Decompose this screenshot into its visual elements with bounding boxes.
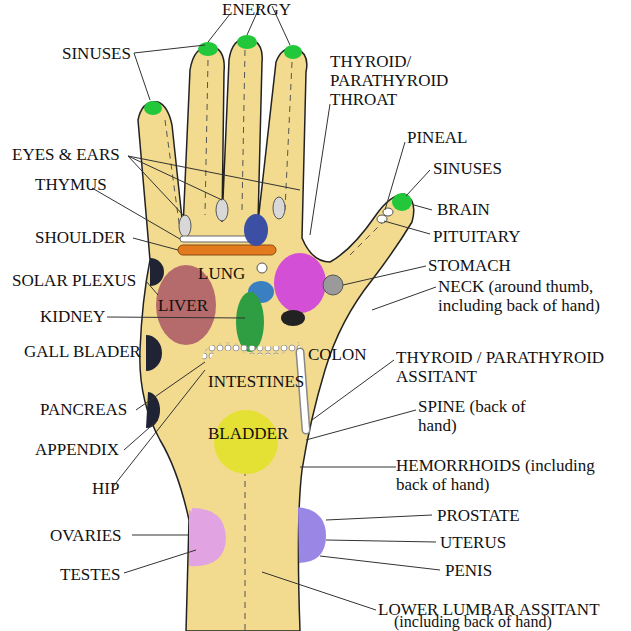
organ-label: INTESTINES (208, 372, 304, 391)
organ-label: APPENDIX (35, 440, 119, 459)
organ-label: BLADDER (208, 424, 288, 443)
organ-label: KIDNEY (40, 307, 105, 326)
organ-label: SOLAR PLEXUS (12, 271, 136, 290)
organ-label: SHOULDER (35, 228, 126, 247)
organ-label: LIVER (158, 296, 208, 315)
organ-label: SINUSES (433, 159, 502, 178)
organ-label: STOMACH (428, 256, 511, 275)
organ-label: TESTES (60, 565, 120, 584)
organ-label: PINEAL (407, 128, 467, 147)
organ-label: OVARIES (50, 526, 121, 545)
organ-label: PANCREAS (40, 400, 127, 419)
organ-label: LUNG (198, 264, 245, 283)
organ-label: GALL BLADER (24, 342, 141, 361)
organ-label: PROSTATE (437, 506, 520, 525)
organ-label: HIP (92, 479, 119, 498)
organ-label: THYROID/ PARATHYROID THROAT (330, 52, 470, 109)
organ-label: UTERUS (440, 533, 506, 552)
organ-label: PENIS (445, 561, 492, 580)
organ-label: THYMUS (35, 175, 107, 194)
organ-label: SINUSES (62, 44, 131, 63)
organ-label: HEMORRHOIDS (including back of hand) (396, 456, 628, 494)
organ-label: NECK (around thumb, including back of ha… (438, 277, 628, 315)
organ-label: COLON (308, 345, 367, 364)
organ-label: THYROID / PARATHYROID ASSITANT (396, 348, 628, 386)
organ-label: EYES & EARS (12, 145, 120, 164)
organ-label: (including back of hand) (394, 612, 552, 631)
organ-label: BRAIN (437, 200, 490, 219)
organ-label: PITUITARY (433, 227, 520, 246)
hand-outline (138, 38, 414, 631)
organ-label: SPINE (back of hand) (418, 397, 548, 435)
organ-label: ENERGY (222, 0, 291, 19)
